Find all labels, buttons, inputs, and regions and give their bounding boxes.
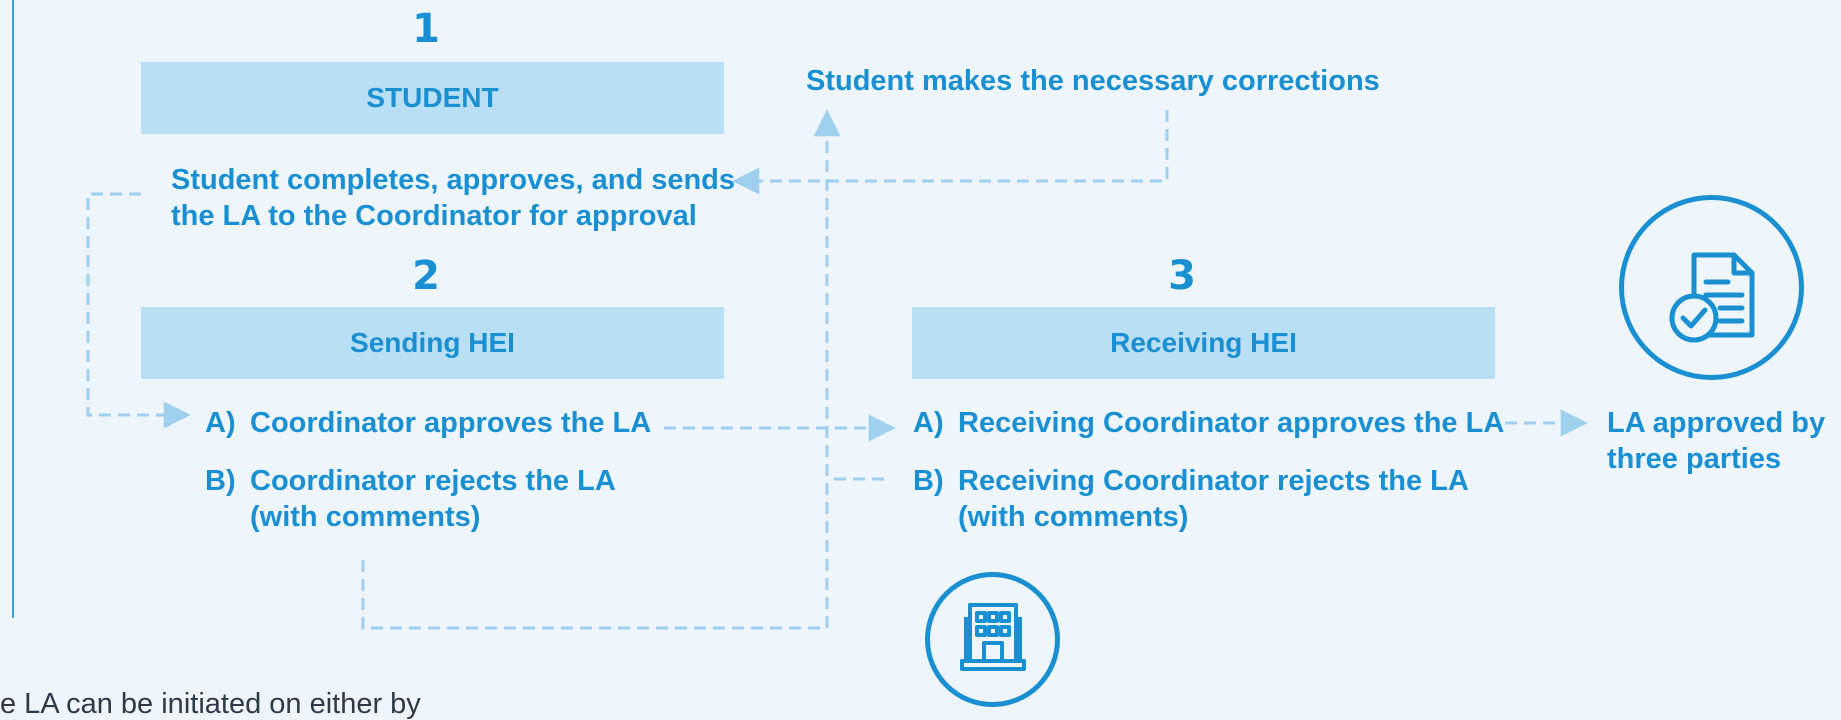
sending-option-a-text: Coordinator approves the LA bbox=[250, 407, 652, 439]
receiving-option-b-line1: Receiving Coordinator rejects the LA bbox=[958, 465, 1469, 497]
receiving-hei-box: Receiving HEI bbox=[912, 307, 1495, 379]
receiving-option-b-line2: (with comments) bbox=[958, 501, 1189, 533]
receiving-option-b-letter: B) bbox=[913, 465, 944, 497]
student-to-coordinator-arrow bbox=[86, 192, 191, 429]
receiving-option-a-letter: A) bbox=[913, 407, 944, 439]
sending-rejection-loop-arrow bbox=[361, 109, 841, 630]
document-check-icon bbox=[1619, 195, 1804, 380]
student-box: STUDENT bbox=[141, 62, 724, 134]
sending-option-b-line2: (with comments) bbox=[250, 501, 481, 533]
step-number-2: 2 bbox=[412, 253, 440, 299]
student-action-line2: the LA to the Coordinator for approval bbox=[171, 200, 697, 232]
corrections-to-student-arrow bbox=[732, 110, 1169, 195]
step-number-3: 3 bbox=[1168, 253, 1196, 299]
sending-option-b-line1: Coordinator rejects the LA bbox=[250, 465, 616, 497]
result-line1: LA approved by bbox=[1607, 407, 1826, 439]
corrections-label: Student makes the necessary corrections bbox=[806, 65, 1380, 97]
left-border-line bbox=[12, 0, 14, 618]
sending-hei-box: Sending HEI bbox=[141, 307, 724, 379]
result-line2: three parties bbox=[1607, 443, 1782, 475]
receiving-option-a-text: Receiving Coordinator approves the LA bbox=[958, 407, 1505, 439]
student-action-line1: Student completes, approves, and sends bbox=[171, 164, 736, 196]
sending-option-a-letter: A) bbox=[205, 407, 236, 439]
step-number-1: 1 bbox=[412, 6, 440, 52]
sending-option-b-letter: B) bbox=[205, 465, 236, 497]
connector-arrows bbox=[86, 109, 1588, 630]
building-icon bbox=[925, 572, 1060, 707]
